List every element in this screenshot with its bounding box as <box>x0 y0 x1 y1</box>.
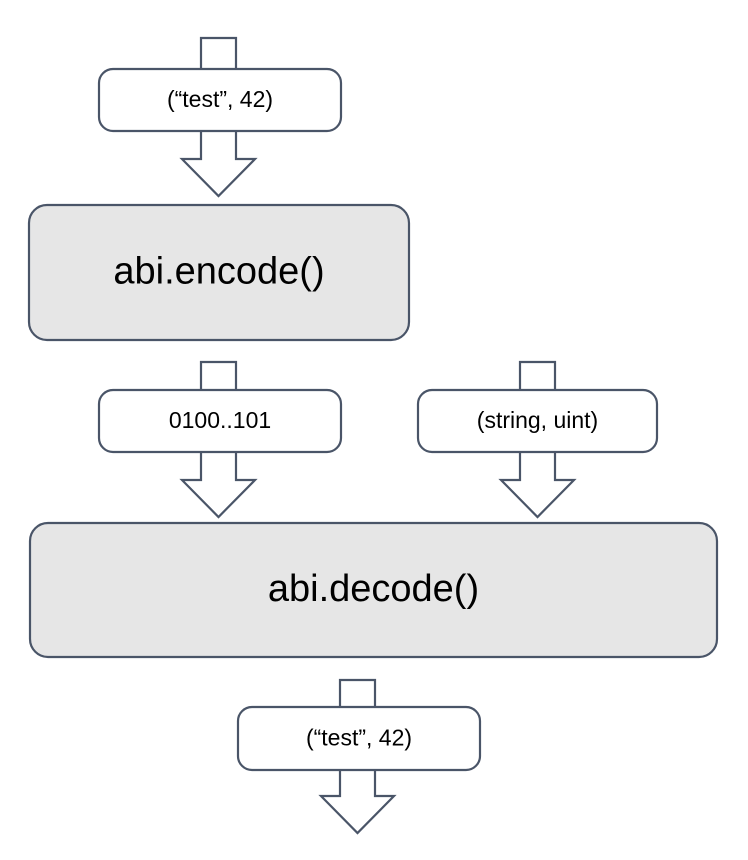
stub-into-input-connector-icon <box>199 36 238 71</box>
node-output-tuple[interactable]: (“test”, 42) <box>236 705 482 772</box>
node-encoded-bytes-label: 0100..101 <box>169 407 271 433</box>
arrow-types-to-decode-arrow-icon <box>498 451 577 519</box>
arrow-encoded-to-decode-arrow-icon <box>179 451 258 519</box>
node-abi-decode-shape[interactable] <box>28 521 719 659</box>
node-abi-encode[interactable]: abi.encode() <box>27 203 411 342</box>
node-input-tuple-label: (“test”, 42) <box>167 86 273 112</box>
stub-into-output-connector-icon <box>338 678 377 709</box>
node-encoded-bytes[interactable]: 0100..101 <box>97 388 343 454</box>
node-encoded-bytes-shape[interactable] <box>97 388 343 454</box>
stub-into-encoded-connector-icon <box>199 360 238 392</box>
arrow-output-down-arrow-icon <box>318 768 397 835</box>
node-type-tuple[interactable]: (string, uint) <box>416 388 659 454</box>
node-type-tuple-label: (string, uint) <box>477 407 598 433</box>
node-abi-encode-shape[interactable] <box>27 203 411 342</box>
node-input-tuple[interactable]: (“test”, 42) <box>97 67 343 133</box>
stub-into-types-connector-icon <box>518 360 557 392</box>
node-output-tuple-label: (“test”, 42) <box>306 725 412 751</box>
connectors-layer <box>179 36 577 835</box>
node-abi-decode[interactable]: abi.decode() <box>28 521 719 659</box>
node-type-tuple-shape[interactable] <box>416 388 659 454</box>
node-input-tuple-shape[interactable] <box>97 67 343 133</box>
nodes-layer: (“test”, 42) abi.encode() 0100..101 (string… <box>27 67 719 772</box>
node-output-tuple-shape[interactable] <box>236 705 482 772</box>
node-abi-encode-label: abi.encode() <box>113 251 324 293</box>
arrow-input-to-encode-arrow-icon <box>179 130 258 198</box>
node-abi-decode-label: abi.decode() <box>268 568 479 610</box>
